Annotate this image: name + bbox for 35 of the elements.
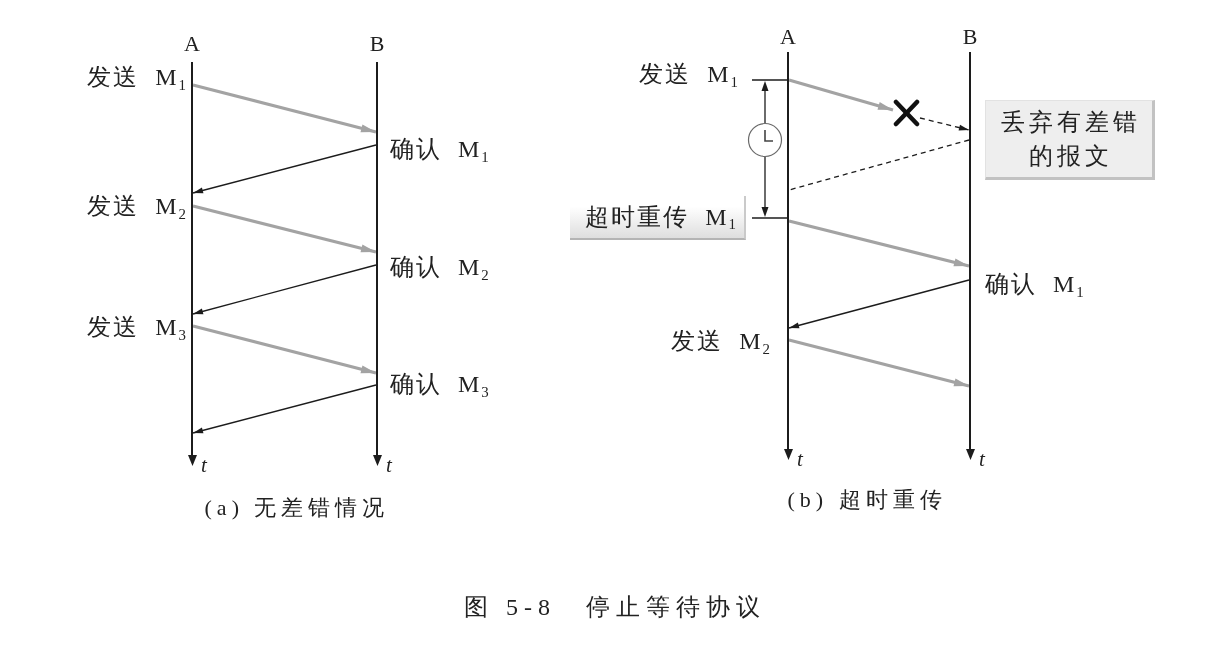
arrow	[192, 264, 377, 315]
message-label: 确认 M$_{1}$	[985, 271, 1086, 299]
subfigure-caption: (b) 超时重传	[787, 487, 947, 513]
note-box: 丢弃有差错的报文	[985, 100, 1155, 180]
time-label: t	[386, 452, 392, 478]
message-label: 确认 M$_{1}$	[390, 136, 491, 164]
subfigure-caption: (a) 无差错情况	[204, 495, 390, 521]
lifeline-label: A	[780, 23, 796, 49]
arrow	[919, 117, 970, 131]
arrow	[788, 338, 970, 388]
message-label: 确认 M$_{2}$	[390, 254, 491, 282]
message-label: 确认 M$_{3}$	[390, 371, 491, 399]
message-label: 发送 M$_{1}$	[639, 61, 740, 89]
arrow	[192, 144, 377, 194]
arrow	[788, 219, 970, 268]
time-label: t	[797, 446, 803, 472]
lifeline-label: B	[369, 30, 385, 56]
lifeline-label: A	[184, 30, 200, 56]
arrow	[192, 324, 377, 375]
arrow	[192, 204, 377, 254]
arrow	[788, 78, 894, 112]
lifeline-label: B	[962, 23, 978, 49]
message-label: 发送 M$_{2}$	[87, 193, 188, 221]
figure-caption: 图 5-8 停止等待协议	[464, 594, 766, 622]
arrow	[192, 384, 377, 434]
arrow	[192, 83, 377, 134]
arrow	[788, 279, 970, 329]
message-label: 发送 M$_{1}$	[87, 64, 188, 92]
label-band: 超时重传 M$_{1}$	[570, 196, 746, 240]
message-label: 发送 M$_{2}$	[671, 328, 772, 356]
message-label: 发送 M$_{3}$	[87, 314, 188, 342]
time-label: t	[201, 452, 207, 478]
dashed-line	[788, 139, 970, 191]
cross-mark	[893, 99, 920, 127]
time-label: t	[979, 446, 985, 472]
